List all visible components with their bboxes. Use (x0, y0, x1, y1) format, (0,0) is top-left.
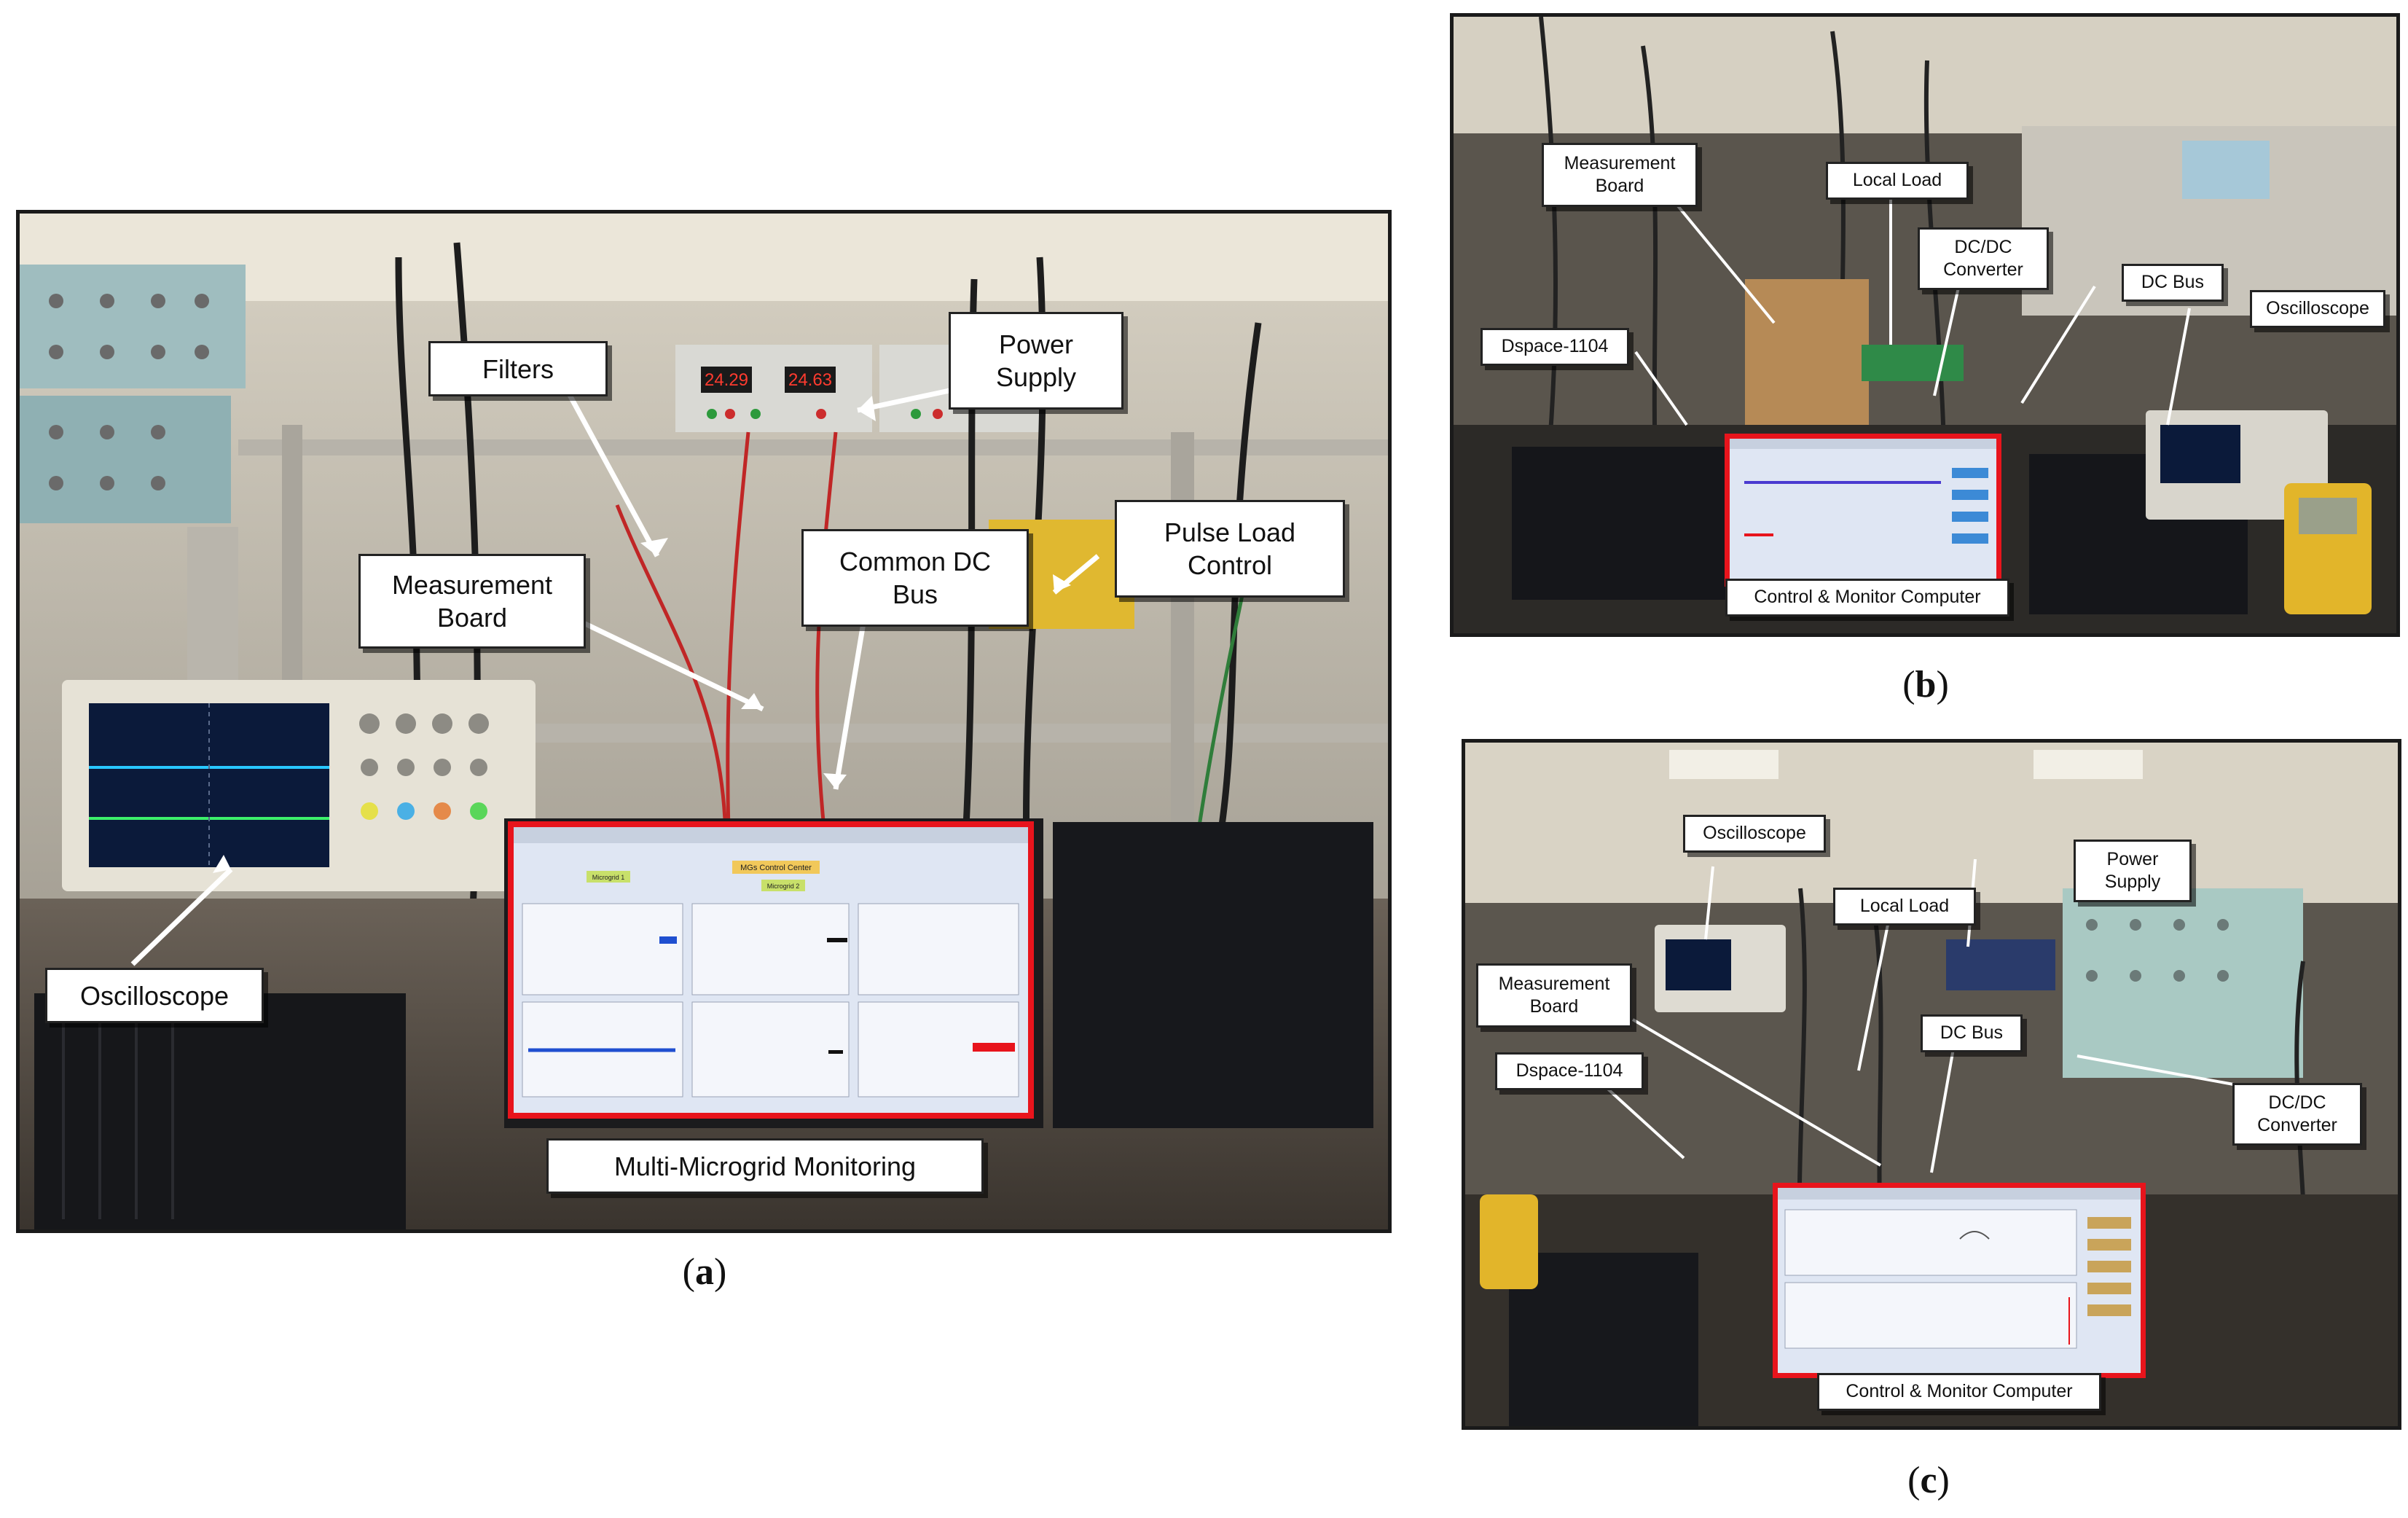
caption-b: (b) (1902, 664, 1949, 705)
caption-c: (c) (1907, 1460, 1950, 1501)
label-filters: Filters (428, 341, 608, 396)
label-dcdc-converter-b: DC/DC Converter (1918, 227, 2049, 290)
panel-c-photo (1462, 739, 2401, 1430)
label-measurement-board: Measurement Board (358, 554, 586, 649)
panel-a-photo: 24.29 24.63 (16, 210, 1392, 1233)
label-dc-bus-b: DC Bus (2122, 264, 2224, 302)
label-local-load-b: Local Load (1826, 162, 1969, 200)
label-control-computer-c: Control & Monitor Computer (1817, 1373, 2101, 1411)
psu-readout-2: 24.63 (788, 370, 832, 390)
label-pulse-load-control: Pulse Load Control (1115, 500, 1345, 598)
label-power-supply-c: Power Supply (2074, 840, 2192, 902)
label-common-dc-bus: Common DC Bus (801, 529, 1029, 627)
label-measurement-board-b: Measurement Board (1542, 143, 1698, 207)
label-oscilloscope-c: Oscilloscope (1683, 815, 1826, 853)
monitoring-screen: MGs Control Center Microgrid 1 Microgrid… (508, 821, 1034, 1119)
label-control-computer-b: Control & Monitor Computer (1725, 579, 2009, 617)
label-dc-bus-c: DC Bus (1921, 1014, 2023, 1052)
control-computer-screen-c (1773, 1183, 2146, 1378)
label-local-load-c: Local Load (1833, 888, 1976, 926)
control-dashboard-c (1778, 1188, 2141, 1349)
tag-microgrid-1: Microgrid 1 (592, 874, 625, 881)
label-multi-microgrid-monitoring: Multi-Microgrid Monitoring (546, 1138, 984, 1194)
caption-a: (a) (682, 1251, 727, 1293)
label-dspace-b: Dspace-1104 (1481, 328, 1629, 366)
panel-b-photo (1450, 13, 2400, 637)
control-dashboard-b (1730, 439, 1996, 544)
label-oscilloscope-b: Oscilloscope (2250, 290, 2385, 328)
label-oscilloscope-a: Oscilloscope (45, 968, 264, 1023)
tag-microgrid-2: Microgrid 2 (767, 883, 800, 890)
dashboard-title: MGs Control Center (740, 864, 812, 872)
psu-readout-1: 24.29 (705, 370, 748, 390)
control-computer-screen-b (1725, 434, 2001, 587)
monitoring-dashboard: MGs Control Center Microgrid 1 Microgrid… (514, 827, 1028, 1098)
label-measurement-board-c: Measurement Board (1476, 963, 1632, 1028)
label-power-supply: Power Supply (949, 312, 1123, 410)
label-dspace-c: Dspace-1104 (1495, 1052, 1644, 1090)
label-dcdc-converter-c: DC/DC Converter (2232, 1083, 2362, 1146)
